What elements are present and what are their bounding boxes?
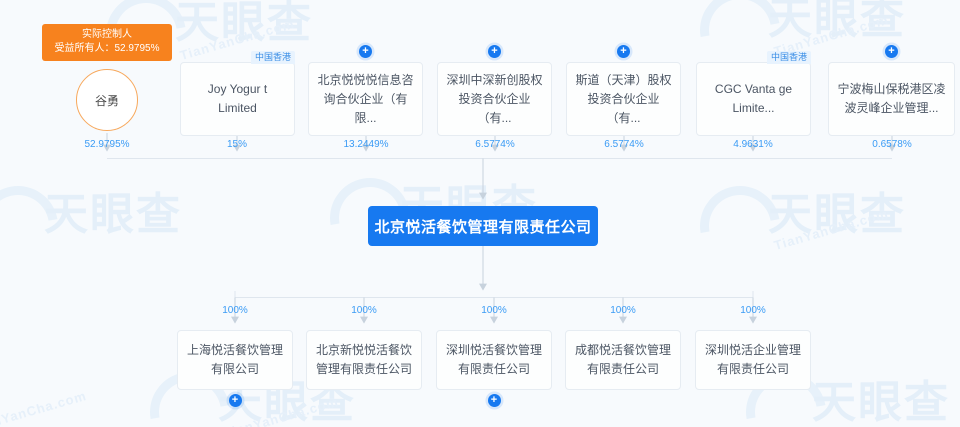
controller-badge-line1: 实际控制人 [82, 29, 132, 40]
watermark-logo: 天眼查 [768, 0, 906, 43]
expand-icon[interactable]: + [885, 45, 898, 58]
main-company-node[interactable]: 北京悦活餐饮管理有限责任公司 [368, 206, 598, 246]
shareholder-name: Joy Yogur t Limited [207, 82, 268, 115]
watermark-site: TianYanCha.com [772, 205, 891, 254]
percent-label-shareholder-0: 15% [226, 139, 248, 150]
subsidiary-name: 成都悦活餐饮管理有限责任公司 [574, 343, 671, 376]
subsidiary-name: 深圳悦活企业管理有限责任公司 [704, 343, 801, 376]
watermark-swirl [684, 170, 796, 282]
percent-label-shareholder-5: 0.6578% [872, 139, 912, 150]
region-tag: 中国香港 [250, 51, 295, 64]
subsidiary-node-1[interactable]: 北京新悦悦活餐饮管理有限责任公司 [306, 330, 422, 390]
subsidiary-name: 北京新悦悦活餐饮管理有限责任公司 [315, 343, 412, 376]
watermark-logo: 天眼查 [44, 190, 182, 239]
shareholder-name: 斯道（天津）股权投资合伙企业（有... [575, 72, 672, 125]
shareholder-name: 北京悦悦悦信息咨询合伙企业（有限... [317, 72, 414, 125]
percent-label-shareholder-4: 4.9631% [733, 139, 773, 150]
shareholder-node-4[interactable]: 中国香港 CGC Vanta ge Limite... [696, 51, 811, 136]
expand-icon[interactable]: + [359, 45, 372, 58]
controller-person-name: 谷勇 [94, 93, 119, 108]
shareholder-node-5[interactable]: + 宁波梅山保税港区凌波灵峰企业管理... [828, 45, 955, 136]
percent-label-shareholder-1: 13.2449% [343, 139, 389, 150]
percent-label-subsidiary-0: 100% [222, 305, 248, 316]
percent-label-subsidiary-2: 100% [481, 305, 507, 316]
shareholder-name: 宁波梅山保税港区凌波灵峰企业管理... [837, 82, 946, 115]
percent-label-shareholder-3: 6.5774% [604, 139, 644, 150]
watermark-logo: 天眼查 [812, 378, 950, 427]
controller-person-node[interactable]: 谷勇 [76, 69, 138, 131]
percent-label-subsidiary-4: 100% [740, 305, 766, 316]
region-tag: 中国香港 [766, 51, 811, 64]
subsidiary-node-4[interactable]: 深圳悦活企业管理有限责任公司 [695, 330, 811, 390]
controller-badge: 实际控制人 受益所有人：52.9795% [42, 24, 172, 61]
shareholder-node-0[interactable]: 中国香港 Joy Yogur t Limited [180, 51, 295, 136]
watermark-swirl [0, 170, 74, 282]
shareholder-name: CGC Vanta ge Limite... [714, 82, 793, 115]
shareholder-name: 深圳中深新创股权投资合伙企业（有... [446, 72, 543, 125]
percent-label-subsidiary-1: 100% [351, 305, 377, 316]
percent-label-subsidiary-3: 100% [610, 305, 636, 316]
expand-icon[interactable]: + [487, 394, 501, 407]
controller-badge-line2: 受益所有人：52.9795% [54, 43, 160, 54]
percent-label-controller: 52.9795% [84, 139, 130, 150]
shareholder-node-3[interactable]: + 斯道（天津）股权投资合伙企业（有... [566, 45, 681, 136]
shareholder-node-1[interactable]: + 北京悦悦悦信息咨询合伙企业（有限... [308, 45, 423, 136]
subsidiary-name: 深圳悦活餐饮管理有限责任公司 [445, 343, 542, 376]
watermark-logo: 天眼查 [768, 190, 906, 239]
watermark-site: TianYanCha.com [0, 387, 89, 427]
percent-label-shareholder-2: 6.5774% [475, 139, 515, 150]
subsidiary-name: 上海悦活餐饮管理有限公司 [186, 343, 283, 376]
subsidiary-node-0[interactable]: + 上海悦活餐饮管理有限公司 [177, 330, 293, 407]
expand-icon[interactable]: + [228, 394, 242, 407]
expand-icon[interactable]: + [617, 45, 630, 58]
subsidiary-node-2[interactable]: + 深圳悦活餐饮管理有限责任公司 [436, 330, 552, 407]
watermark-logo: 天眼查 [175, 0, 313, 47]
expand-icon[interactable]: + [488, 45, 501, 58]
subsidiary-node-3[interactable]: 成都悦活餐饮管理有限责任公司 [565, 330, 681, 390]
main-company-name: 北京悦活餐饮管理有限责任公司 [374, 218, 592, 236]
shareholder-node-2[interactable]: + 深圳中深新创股权投资合伙企业（有... [437, 45, 552, 136]
